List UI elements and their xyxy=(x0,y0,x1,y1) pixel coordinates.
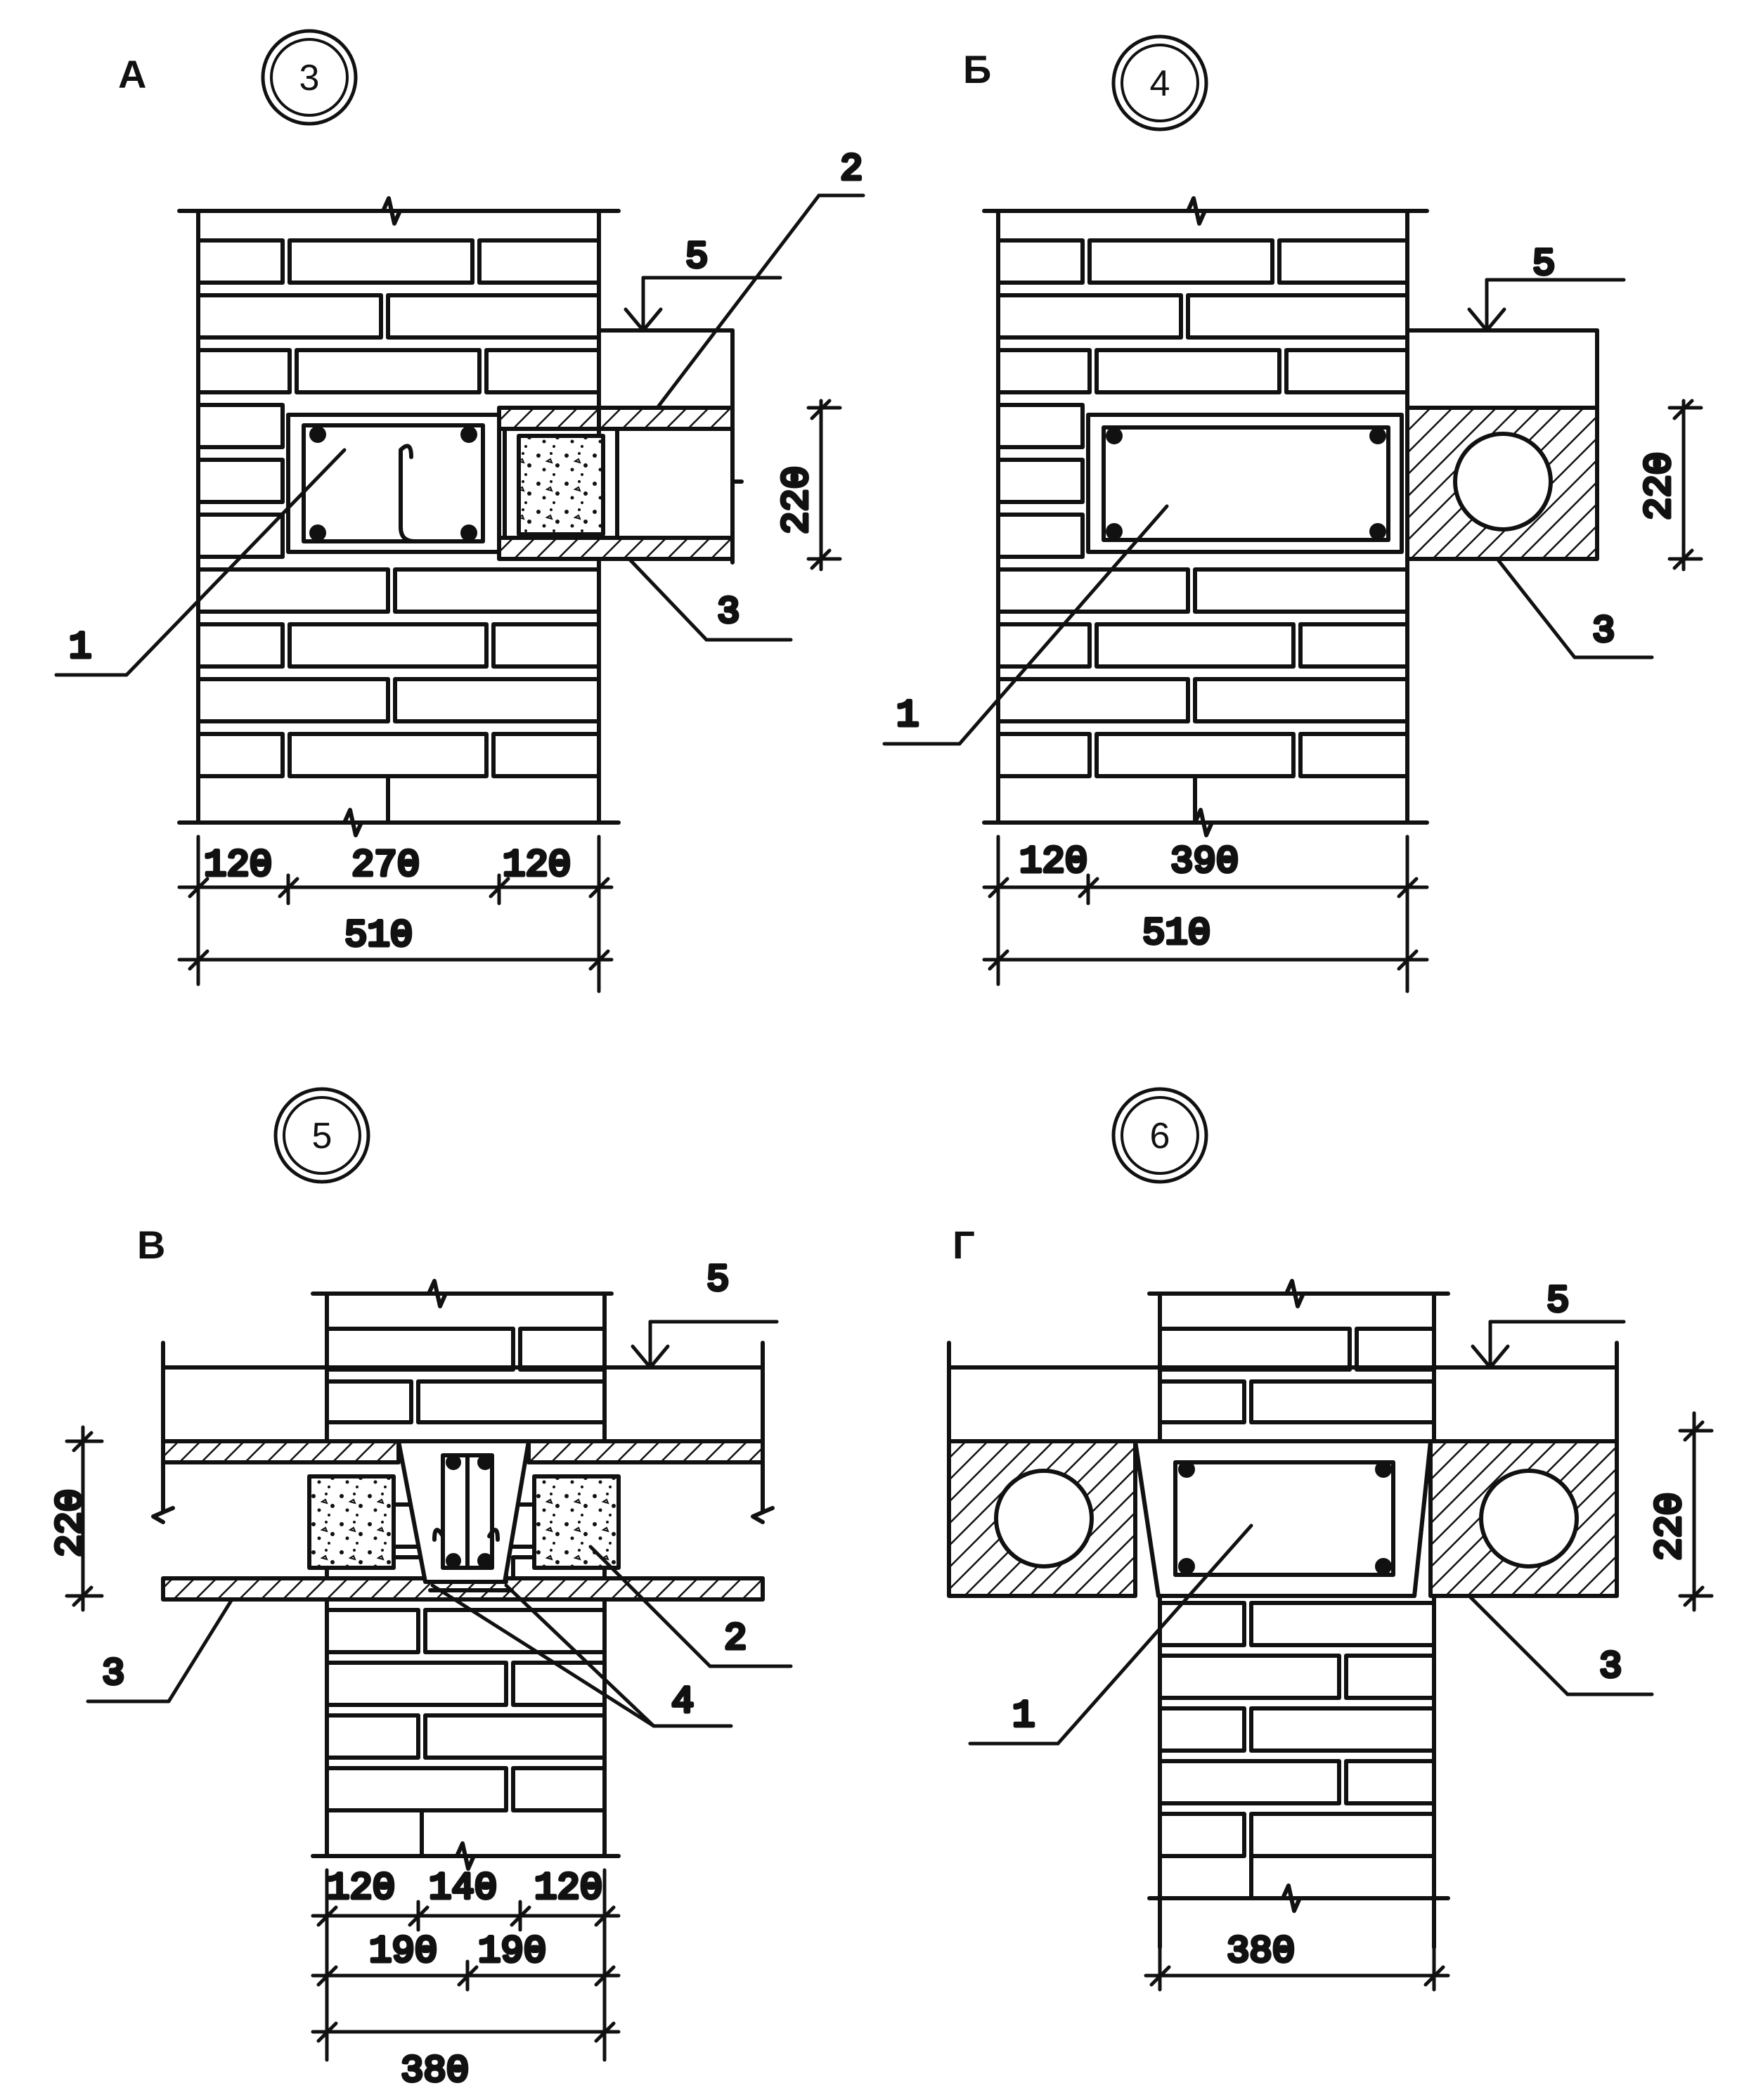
panel-a: А 3 xyxy=(54,29,865,993)
panel-g-callout-5: 5 xyxy=(1546,1280,1569,1323)
panel-g-lintel xyxy=(1133,1439,1433,1598)
panel-b-number: 4 xyxy=(1150,63,1170,104)
panel-v-lintel xyxy=(396,1439,531,1592)
panel-a-bottom-dims: 120 270 120 510 xyxy=(177,835,614,993)
panel-v: В 5 xyxy=(49,1087,793,2095)
panel-v-dim-height: 220 xyxy=(50,1489,93,1557)
panel-g-dim-total: 380 xyxy=(1227,1931,1295,1973)
panel-v-leaders: 3 2 4 xyxy=(86,1545,793,1728)
panel-a-callout-3: 3 xyxy=(717,591,740,634)
panel-g-brick-column xyxy=(1147,1279,1450,1950)
panel-b-dim-height: 220 xyxy=(1639,452,1681,520)
panel-v-dim-b: 140 xyxy=(429,1867,497,1910)
panel-g-bottom-dims: 380 xyxy=(1144,1929,1450,1992)
panel-b-height-dim: 220 xyxy=(1637,399,1703,572)
panel-b-bottom-dims: 120 390 510 xyxy=(982,835,1429,993)
panel-b-brick-wall xyxy=(982,196,1429,837)
panel-a-insulation xyxy=(503,413,619,550)
panel-b-number-badge: 4 xyxy=(1111,34,1208,131)
panel-b-dim-left: 120 xyxy=(1019,841,1087,884)
panel-a-dim-middle: 270 xyxy=(351,844,420,887)
panel-v-dim-a: 120 xyxy=(327,1867,395,1910)
panel-g-level-mark: 5 xyxy=(1471,1279,1626,1370)
panel-v-callout-3: 3 xyxy=(102,1653,124,1696)
panel-a-dim-right: 120 xyxy=(503,844,571,887)
panel-g-number: 6 xyxy=(1150,1116,1170,1157)
panel-v-bottom-dims: 120 140 120 190 190 380 xyxy=(311,1866,621,2095)
panel-a-height-dim: 220 xyxy=(775,399,842,572)
panel-g-callout-1: 1 xyxy=(1012,1695,1035,1738)
panel-a-leaders: 1 2 3 xyxy=(54,147,865,677)
panel-b-dim-middle: 390 xyxy=(1170,841,1239,884)
panel-g-slab xyxy=(947,1341,1619,1598)
panel-v-callout-2: 2 xyxy=(724,1618,747,1661)
panel-a-dim-total: 510 xyxy=(344,915,413,958)
panel-g-number-badge: 6 xyxy=(1111,1087,1208,1184)
panel-g-callout-3: 3 xyxy=(1599,1646,1622,1689)
panel-v-number-badge: 5 xyxy=(273,1087,370,1184)
panel-a-number: 3 xyxy=(299,58,320,98)
panel-b-callout-5: 5 xyxy=(1532,243,1555,286)
panel-a-dim-height: 220 xyxy=(776,466,819,534)
panel-b-leaders: 1 3 xyxy=(882,504,1654,746)
panel-v-dim-total: 380 xyxy=(401,2050,469,2093)
panel-b-letter: Б xyxy=(963,47,991,91)
panel-a-lintel xyxy=(286,413,501,554)
panel-a-callout-1: 1 xyxy=(69,626,91,669)
panel-b-callout-3: 3 xyxy=(1592,610,1615,653)
panel-v-number: 5 xyxy=(312,1116,332,1157)
panel-g-dim-height: 220 xyxy=(1649,1493,1692,1561)
panel-a-number-badge: 3 xyxy=(261,29,358,126)
panel-a-level-mark: 5 xyxy=(624,235,782,333)
panel-v-callout-4: 4 xyxy=(671,1681,694,1724)
panel-b-callout-1: 1 xyxy=(896,695,919,737)
panel-g-leaders: 1 3 xyxy=(968,1524,1654,1746)
panel-v-dim-c: 120 xyxy=(534,1867,602,1910)
panel-g: Г 6 xyxy=(947,1087,1714,1992)
panel-v-level-mark: 5 xyxy=(631,1258,779,1370)
panel-b-dim-total: 510 xyxy=(1142,913,1210,955)
panel-a-letter: А xyxy=(118,52,146,96)
panel-v-height-dim: 220 xyxy=(49,1425,104,1612)
panel-v-letter: В xyxy=(137,1223,165,1267)
panel-b-lintel xyxy=(1086,413,1404,554)
panel-a-slab xyxy=(497,328,744,565)
panel-a-dim-left: 120 xyxy=(204,844,272,887)
panel-b-level-mark: 5 xyxy=(1467,242,1626,333)
panel-a-callout-5: 5 xyxy=(685,236,708,279)
panel-v-callout-5: 5 xyxy=(706,1259,729,1302)
panel-b: Б 4 xyxy=(882,34,1703,993)
panel-g-height-dim: 220 xyxy=(1648,1411,1714,1612)
panel-g-letter: Г xyxy=(953,1223,975,1267)
panel-v-dim-d: 190 xyxy=(369,1931,437,1973)
panel-b-hollow-slab xyxy=(1405,328,1599,561)
panel-a-callout-2: 2 xyxy=(840,148,863,191)
panel-v-dim-e: 190 xyxy=(478,1931,546,1973)
